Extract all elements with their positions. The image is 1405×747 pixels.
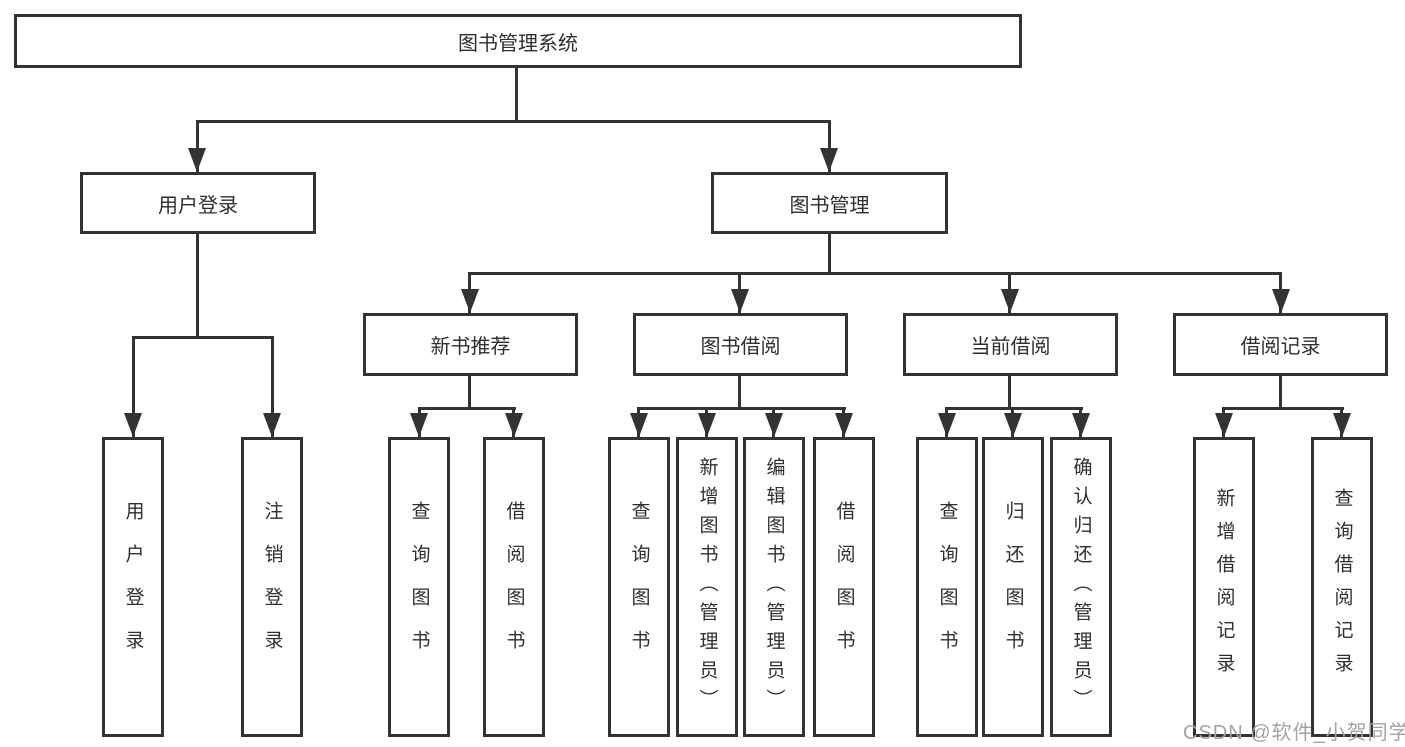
arrowhead-down-icon bbox=[1215, 413, 1233, 437]
arrowhead-down-icon bbox=[1004, 413, 1022, 437]
node-book-borrowing: 图书借阅 bbox=[633, 313, 848, 376]
arrowhead-down-icon bbox=[731, 289, 749, 313]
connector-line bbox=[828, 120, 831, 174]
connector-line bbox=[418, 407, 516, 410]
connector-line bbox=[271, 336, 274, 437]
connector-line bbox=[196, 120, 831, 123]
arrowhead-down-icon bbox=[1072, 413, 1090, 437]
connector-line bbox=[738, 376, 741, 409]
leaf-confirm-return-admin: 确认归还（管理员） bbox=[1050, 437, 1112, 737]
arrowhead-down-icon bbox=[188, 148, 206, 172]
arrowhead-down-icon bbox=[1001, 289, 1019, 313]
connector-line bbox=[196, 233, 199, 338]
connector-line bbox=[638, 407, 846, 410]
node-user-login: 用户登录 bbox=[80, 172, 316, 234]
arrowhead-down-icon bbox=[505, 413, 523, 437]
arrowhead-down-icon bbox=[938, 413, 956, 437]
node-new-book-recommendation: 新书推荐 bbox=[363, 313, 578, 376]
leaf-borrow-books-2: 借阅图书 bbox=[813, 437, 875, 737]
arrowhead-down-icon bbox=[835, 413, 853, 437]
leaf-add-borrow-record: 新增借阅记录 bbox=[1193, 437, 1255, 737]
leaf-query-books: 查询图书 bbox=[388, 437, 450, 737]
node-current-borrowing: 当前借阅 bbox=[903, 313, 1118, 376]
arrowhead-down-icon bbox=[1333, 413, 1351, 437]
node-library-management-system: 图书管理系统 bbox=[14, 14, 1022, 68]
arrowhead-down-icon bbox=[1272, 289, 1290, 313]
arrowhead-down-icon bbox=[820, 148, 838, 172]
arrowhead-down-icon bbox=[698, 413, 716, 437]
watermark: CSDN @软件_小贺同学 bbox=[1183, 722, 1405, 744]
leaf-query-books-2: 查询图书 bbox=[608, 437, 670, 737]
node-book-management: 图书管理 bbox=[711, 172, 948, 234]
connector-line bbox=[828, 233, 831, 274]
connector-line bbox=[469, 272, 1282, 275]
leaf-return-books: 归还图书 bbox=[982, 437, 1044, 737]
leaf-add-book-admin: 新增图书（管理员） bbox=[676, 437, 738, 737]
connector-line bbox=[1279, 376, 1282, 409]
leaf-borrow-books: 借阅图书 bbox=[483, 437, 545, 737]
leaf-user-login: 用户登录 bbox=[102, 437, 164, 737]
arrowhead-down-icon bbox=[461, 289, 479, 313]
connector-line bbox=[196, 120, 199, 174]
connector-line bbox=[1008, 376, 1011, 409]
leaf-logout: 注销登录 bbox=[241, 437, 303, 737]
arrowhead-down-icon bbox=[765, 413, 783, 437]
connector-line bbox=[946, 407, 1083, 410]
leaf-edit-book-admin: 编辑图书（管理员） bbox=[743, 437, 805, 737]
connector-line bbox=[1223, 407, 1344, 410]
connector-line bbox=[468, 376, 471, 409]
arrowhead-down-icon bbox=[410, 413, 428, 437]
arrowhead-down-icon bbox=[630, 413, 648, 437]
leaf-query-borrow-record: 查询借阅记录 bbox=[1311, 437, 1373, 737]
node-borrowing-records: 借阅记录 bbox=[1173, 313, 1388, 376]
arrowhead-down-icon bbox=[124, 413, 142, 437]
arrowhead-down-icon bbox=[263, 413, 281, 437]
connector-line bbox=[515, 66, 518, 122]
connector-line bbox=[132, 336, 274, 339]
connector-line bbox=[132, 336, 135, 437]
leaf-query-books-3: 查询图书 bbox=[916, 437, 978, 737]
